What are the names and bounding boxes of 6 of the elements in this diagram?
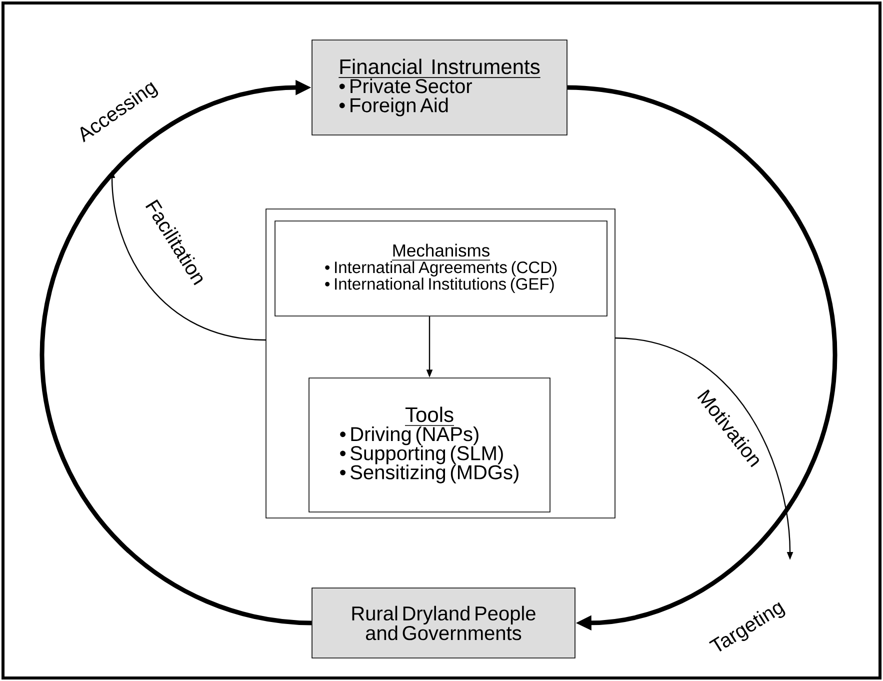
list-box: Mechanisms • Internatinal Agreements (CCD) • International Institutions (GEF) [274,220,608,316]
list-box: Tools • Driving (NAPs) • Supporting (SLM) • Sensitizing (MDGs) [308,378,550,512]
arrow [40,80,312,626]
text-box: Rural Dryland People and Governments [312,588,576,658]
arrow [567,85,838,631]
list-box: Financial Instruments • Private Sector • Foreign Aid [312,40,568,136]
